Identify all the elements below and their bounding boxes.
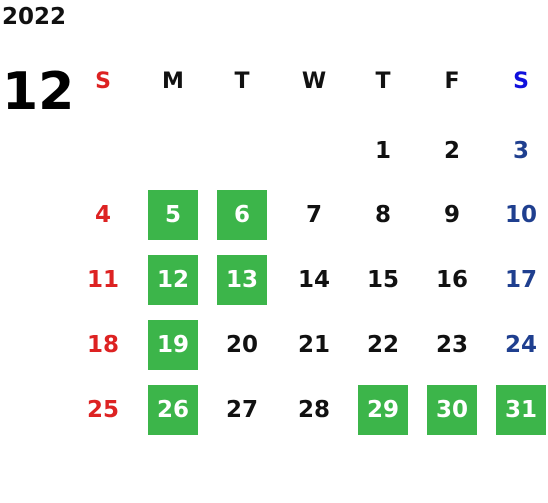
day-cell[interactable]: 5 <box>148 190 198 240</box>
day-cell[interactable]: 20 <box>225 332 258 358</box>
day-cell[interactable]: 23 <box>435 332 468 358</box>
day-cell[interactable]: 13 <box>217 255 267 305</box>
weekday-header-wed: W <box>301 69 327 94</box>
day-cell[interactable]: 11 <box>86 267 119 293</box>
day-cell[interactable]: 29 <box>358 385 408 435</box>
day-cell[interactable]: 4 <box>94 202 111 228</box>
day-cell[interactable]: 1 <box>374 138 391 164</box>
day-cell[interactable]: 15 <box>366 267 399 293</box>
day-cell[interactable]: 3 <box>512 138 529 164</box>
weekday-header-thu: T <box>375 69 391 94</box>
day-cell[interactable]: 30 <box>427 385 477 435</box>
month-label: 12 <box>2 62 75 122</box>
weekday-header-fri: F <box>444 69 460 94</box>
day-cell[interactable]: 21 <box>297 332 330 358</box>
day-cell[interactable]: 28 <box>297 397 330 423</box>
day-cell[interactable]: 22 <box>366 332 399 358</box>
day-cell[interactable]: 2 <box>443 138 460 164</box>
weekday-header-mon: M <box>162 69 184 94</box>
day-cell[interactable]: 25 <box>86 397 119 423</box>
day-cell[interactable]: 17 <box>504 267 537 293</box>
weekday-header-sun: S <box>95 69 111 94</box>
year-label: 2022 <box>2 4 67 30</box>
day-cell[interactable]: 31 <box>496 385 546 435</box>
weekday-header-sat: S <box>513 69 529 94</box>
day-cell[interactable]: 19 <box>148 320 198 370</box>
day-cell[interactable]: 27 <box>225 397 258 423</box>
day-cell[interactable]: 10 <box>504 202 537 228</box>
day-cell[interactable]: 9 <box>443 202 460 228</box>
day-cell[interactable]: 18 <box>86 332 119 358</box>
day-cell[interactable]: 8 <box>374 202 391 228</box>
day-cell[interactable]: 24 <box>504 332 537 358</box>
weekday-header-tue: T <box>234 69 250 94</box>
day-cell[interactable]: 16 <box>435 267 468 293</box>
day-cell[interactable]: 7 <box>305 202 322 228</box>
day-cell[interactable]: 14 <box>297 267 330 293</box>
day-cell[interactable]: 6 <box>217 190 267 240</box>
day-cell[interactable]: 26 <box>148 385 198 435</box>
day-cell[interactable]: 12 <box>148 255 198 305</box>
